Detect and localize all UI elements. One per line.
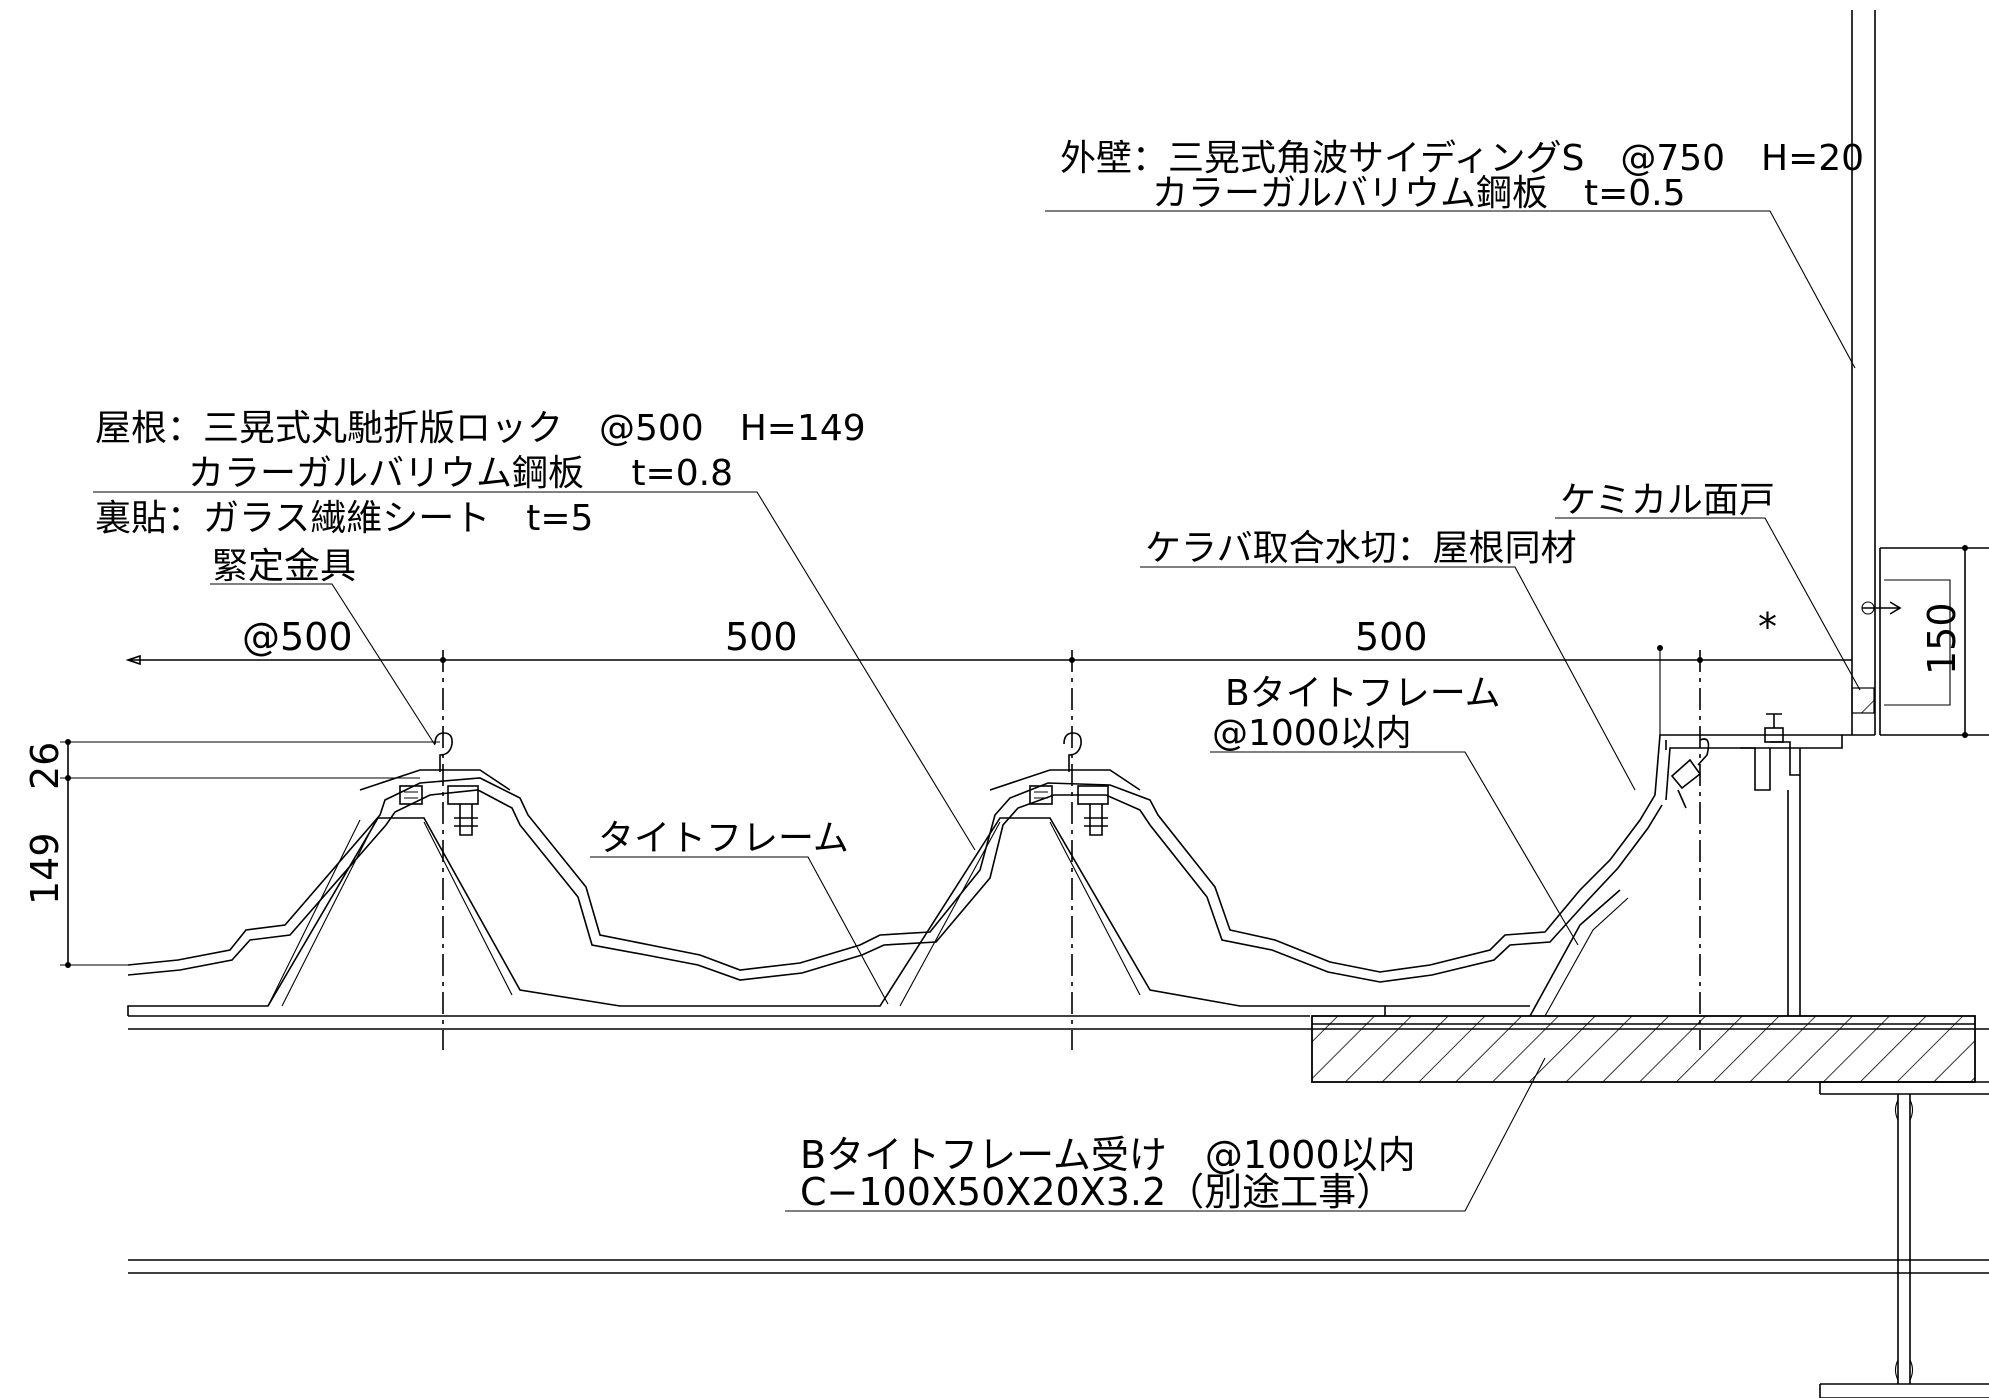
pitch-dimension-first: @500 [242,615,353,659]
verge-flashing [1654,713,1843,1016]
c-channel-receiver [1311,1015,1976,1083]
dimension-lines [60,545,1968,968]
chemical-filler-label: ケミカル面戸 [1560,480,1775,521]
tight-frames [127,817,1629,1017]
rib-height-dimension: 149 [23,832,67,905]
receiver-label: Bタイトフレーム受け @1000以内 C−100X50X20X3.2（別途工事） [800,1133,1416,1214]
svg-text:屋根：三晃式丸馳折版ロック @500 H=149: 屋根：三晃式丸馳折版ロック @500 H=149 [95,408,866,449]
fastener-clip-1 [359,732,511,836]
roof-panel [127,777,1663,983]
pitch-dimension-second: 500 [725,615,798,659]
centerlines [442,650,1701,1050]
b-tight-frame-label: Bタイトフレーム @1000以内 [1212,673,1501,754]
exterior-wall [1842,10,1989,736]
roof-spec-label: 屋根：三晃式丸馳折版ロック @500 H=149 カラーガルバリウム鋼板 t=0… [95,408,866,539]
svg-text:裏貼：ガラス繊維シート t=5: 裏貼：ガラス繊維シート t=5 [95,498,593,539]
wall-spec-label: 外壁：三晃式角波サイディングS @750 H=20 カラーガルバリウム鋼板 t=… [1060,138,1864,214]
fastener-clip-2 [989,732,1141,836]
verge-flashing-label: ケラバ取合水切：屋根同材 [1145,528,1577,569]
siding-depth-dimension: 150 [1920,602,1964,675]
svg-text:外壁：三晃式角波サイディングS @750 H=20: 外壁：三晃式角波サイディングS @750 H=20 [1060,138,1864,179]
fastener-label: 緊定金具 [212,546,356,587]
hook-height-dimension: 26 [23,742,67,790]
svg-text:@1000以内: @1000以内 [1212,713,1412,754]
svg-text:C−100X50X20X3.2（別途工事）: C−100X50X20X3.2（別途工事） [800,1170,1394,1214]
tight-frame-label: タイトフレーム [598,818,849,859]
leader-lines [93,210,1861,1212]
svg-text:カラーガルバリウム鋼板 t=0.8: カラーガルバリウム鋼板 t=0.8 [188,453,733,494]
svg-text:Bタイトフレーム: Bタイトフレーム [1225,673,1501,714]
clearance-star-mark: * [1758,605,1777,649]
svg-text:カラーガルバリウム鋼板 t=0.5: カラーガルバリウム鋼板 t=0.5 [1152,173,1686,214]
pitch-dimension-third: 500 [1355,615,1428,659]
svg-text:Bタイトフレーム受け @1000以内: Bタイトフレーム受け @1000以内 [800,1133,1416,1177]
